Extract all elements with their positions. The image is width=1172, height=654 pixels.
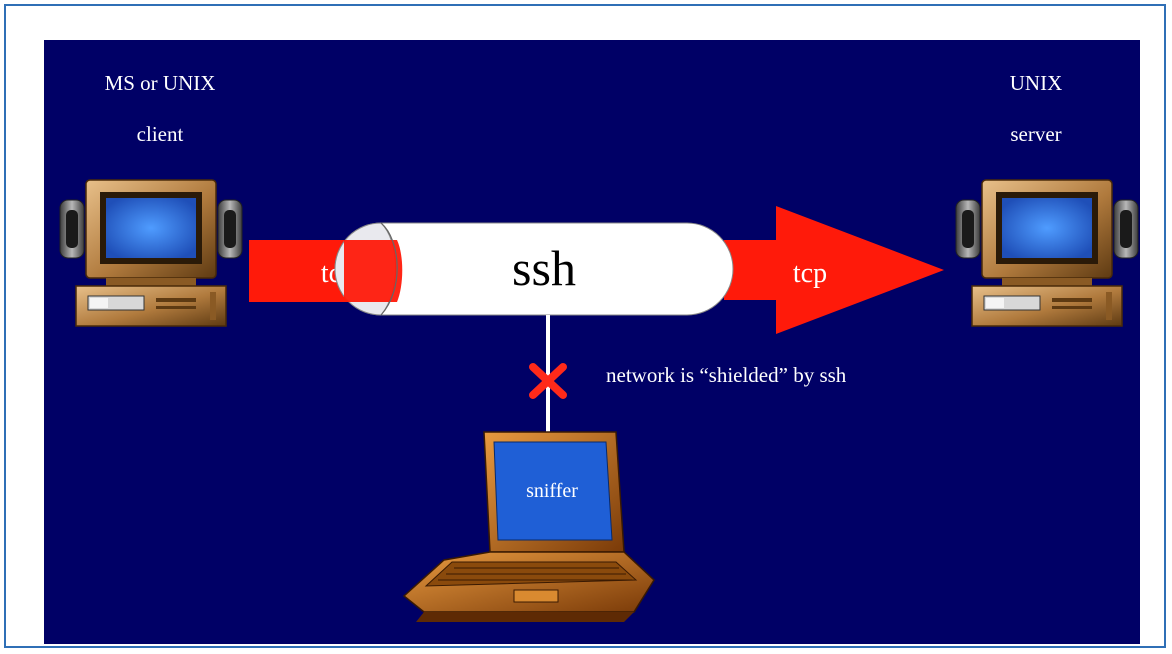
ssh-label: ssh: [512, 240, 576, 296]
tcp-label-right: tcp: [793, 258, 827, 289]
client-title-line2: client: [137, 122, 184, 146]
blocked-x-icon: [529, 363, 567, 399]
sniffer-label: sniffer: [526, 480, 578, 502]
ssh-diagram: MS or UNIX client UNIX server tcp tcp ss…: [44, 40, 1140, 644]
slide-frame: MS or UNIX client UNIX server tcp tcp ss…: [4, 4, 1166, 648]
slide: MS or UNIX client UNIX server tcp tcp ss…: [44, 40, 1140, 644]
tcp-into-tunnel: [344, 240, 403, 302]
server-computer-icon: [955, 179, 1139, 327]
client-title-line1: MS or UNIX: [105, 71, 216, 95]
shield-note: network is “shielded” by ssh: [606, 363, 847, 387]
server-title-line2: server: [1010, 122, 1061, 146]
server-title-line1: UNIX: [1010, 71, 1063, 95]
client-computer-icon: [59, 179, 243, 327]
network-tap-line: [546, 315, 550, 435]
sniffer-laptop-icon: [402, 431, 655, 622]
tcp-arrow-right: [724, 206, 944, 334]
